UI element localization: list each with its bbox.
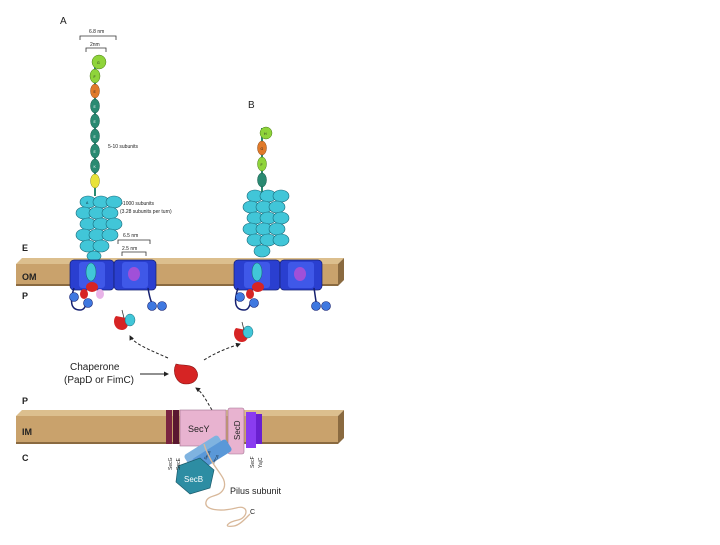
tip-b-letter-g: G	[261, 147, 264, 151]
pilus-a-rod: A	[75, 195, 123, 262]
tip-b-subunit-f	[257, 156, 267, 172]
pilus-b-rod	[242, 189, 290, 258]
tip-subunits-note: 5-10 subunits	[108, 144, 139, 150]
tip-b-subunit-g	[257, 140, 267, 156]
secd-label: SecD	[233, 420, 242, 440]
label-cytoplasm: C	[22, 453, 29, 463]
tip-a-subunit-e4	[90, 128, 100, 144]
secb-label: SecB	[184, 475, 203, 484]
tip-b-subunit-h	[259, 126, 273, 140]
pilus-a-tip-fibrillum: G F E E E E E K	[89, 54, 107, 196]
usher-inner-diameter: 2.5 nm	[122, 246, 137, 252]
tip-a-letter-e5: E	[94, 150, 97, 154]
pilus-subunit-chain	[203, 443, 251, 528]
sece-label: SecE	[176, 457, 182, 470]
usher-a	[69, 259, 115, 311]
secd-block	[227, 407, 245, 455]
rod-a-letter: A	[86, 201, 89, 205]
secy-label: SecY	[188, 424, 210, 434]
tip-a-letter-e3: E	[94, 120, 97, 124]
secb-hexagon	[175, 457, 215, 495]
rod-subunits-note-line2: (3.28 subunits per turn)	[120, 209, 172, 215]
usher-b	[233, 259, 281, 311]
pilus-subunit-label: Pilus subunit	[230, 486, 282, 496]
tip-a-letter-e4: E	[94, 135, 97, 139]
sece-band	[173, 410, 179, 444]
pilus-subunit-terminus: C	[250, 509, 255, 516]
tip-a-subunit-e2	[90, 98, 100, 114]
tip-b-subunit-e	[257, 172, 267, 188]
rod-dimension-bracket	[79, 35, 117, 52]
chaperone-complex-a	[114, 309, 136, 330]
panel-label-b: B	[248, 100, 255, 111]
label-periplasm-top: P	[22, 291, 28, 301]
rod-subunits-note-line1: >1000 subunits	[120, 201, 155, 207]
free-chaperone	[174, 363, 198, 385]
secg-band	[166, 410, 172, 444]
tip-a-letter-e2: E	[94, 105, 97, 109]
label-inner-membrane: IM	[22, 427, 32, 437]
tip-a-subunit-f	[89, 68, 101, 84]
tip-a-letter-e1: E	[94, 90, 97, 94]
tip-a-letter-e6: K	[94, 165, 97, 169]
usher-outer-diameter: 6.5 nm	[123, 233, 138, 239]
tip-a-subunit-e3	[90, 113, 100, 129]
tip-a-subunit-g	[91, 54, 107, 70]
label-periplasm-bottom: P	[22, 396, 28, 406]
secf-block	[246, 412, 256, 448]
sec-translocon	[166, 407, 262, 495]
tip-a-letter-g: G	[97, 61, 100, 65]
tip-b-letter-h: H	[264, 132, 267, 136]
rod-outer-diameter: 6.8 nm	[89, 29, 104, 35]
chaperone-label-line2: (PapD or FimC)	[64, 375, 134, 386]
chaperone-complex-b	[234, 321, 254, 342]
yajc-label: YajC	[258, 457, 264, 468]
tip-a-subunit-e1	[90, 83, 100, 99]
seca-label-2: SecA	[211, 453, 220, 464]
pilus-b-tip: H G F	[257, 126, 273, 200]
tip-a-subunit-k	[90, 173, 100, 189]
tip-b-letter-f: F	[261, 163, 263, 167]
pathway-arrows	[129, 335, 241, 411]
tip-a-subunit-e6	[90, 158, 100, 174]
yajc-block	[256, 414, 262, 444]
usher-empty-b	[279, 259, 331, 311]
tip-a-letter-f: F	[94, 75, 96, 79]
secf-label: SecF	[250, 456, 256, 468]
usher-dimension-bracket	[117, 239, 151, 256]
seca-label-1: SecA	[203, 449, 212, 460]
secg-label: SecG	[168, 457, 174, 470]
chaperone-label-line1: Chaperone	[70, 362, 120, 373]
label-extracellular: E	[22, 243, 28, 253]
panel-label-a: A	[60, 16, 67, 27]
tip-a-subunit-e5	[90, 143, 100, 159]
label-outer-membrane: OM	[22, 272, 37, 282]
usher-empty-a	[113, 259, 167, 311]
rod-inner-diameter: 2nm	[90, 42, 100, 48]
